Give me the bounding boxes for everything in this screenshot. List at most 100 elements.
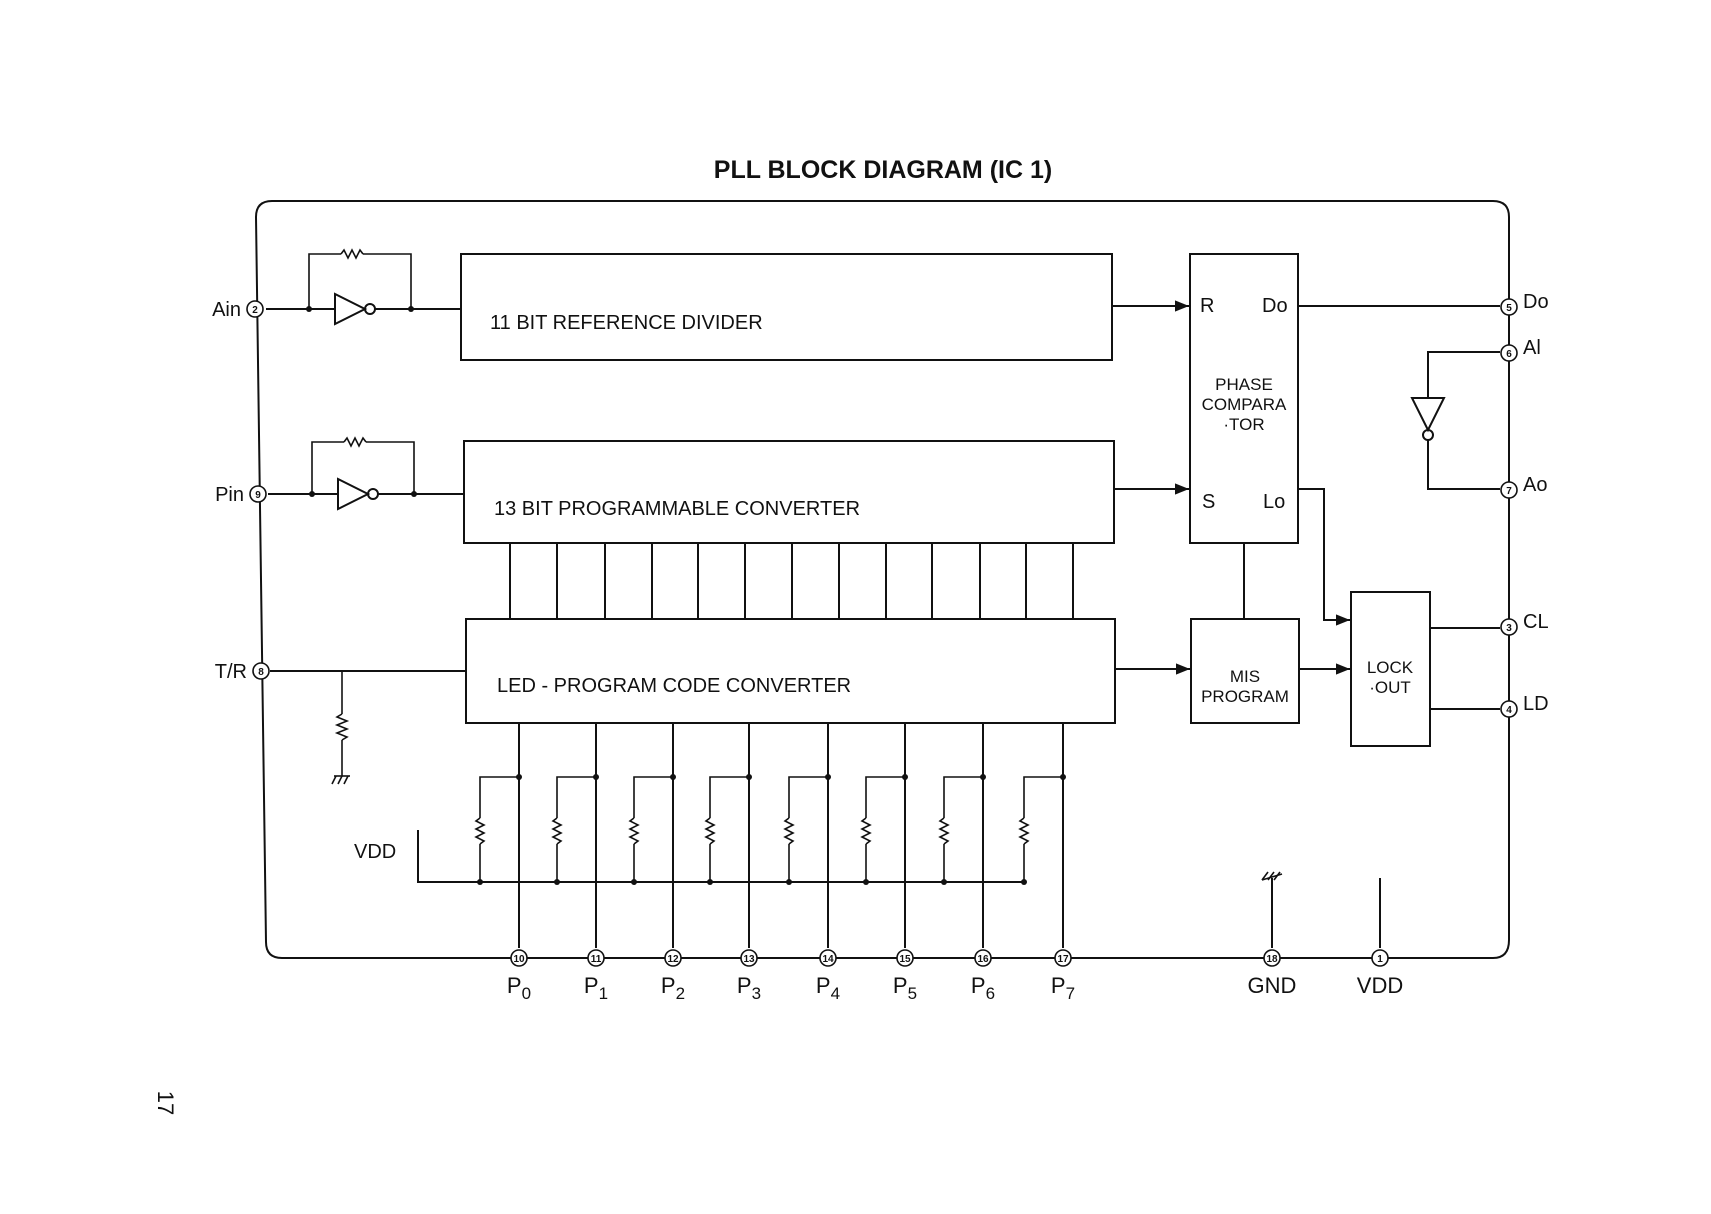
pin-name: P — [507, 973, 522, 998]
pin-name: P — [816, 973, 831, 998]
phase-comparator-lo: Lo — [1263, 491, 1285, 513]
lock-out-block: LOCK ·OUT — [1351, 592, 1430, 746]
pin-subscript: 7 — [1066, 984, 1075, 1003]
pull-up-4 — [785, 723, 831, 948]
pin-name: P — [893, 973, 908, 998]
bottom-pin-label: GND — [1248, 973, 1297, 998]
pin-16-marker: 16 — [975, 950, 991, 966]
pin-17-marker: 17 — [1055, 950, 1071, 966]
signal-wires — [1112, 306, 1500, 709]
mis-program-line2: PROGRAM — [1201, 687, 1289, 706]
pin-subscript: 6 — [986, 984, 995, 1003]
left-pin-label: Pin — [215, 484, 244, 506]
pin-name: VDD — [1357, 973, 1403, 998]
phase-comparator-r: R — [1200, 295, 1214, 317]
power-wires — [1262, 872, 1380, 948]
bottom-pin-label: P2 — [661, 973, 685, 1003]
pin-subscript: 0 — [522, 984, 531, 1003]
ain-input-circuit — [266, 250, 461, 324]
pin-number: 17 — [1057, 954, 1069, 965]
pin-name: P — [971, 973, 986, 998]
pin-number: 3 — [1506, 623, 1512, 634]
lock-out-line1: LOCK — [1367, 658, 1414, 677]
pin-input-circuit — [268, 438, 464, 509]
programmable-converter-label: 13 BIT PROGRAMMABLE CONVERTER — [494, 498, 860, 520]
pin-15-marker: 15 — [897, 950, 913, 966]
pin-name: P — [737, 973, 752, 998]
left-pins: 2 Ain 9 Pin 8 T/R — [212, 299, 269, 683]
pin-number: 12 — [667, 954, 679, 965]
pull-up-7 — [1020, 723, 1066, 948]
pin-6-marker: 6 — [1501, 345, 1517, 361]
pin-10-marker: 10 — [511, 950, 527, 966]
bottom-pin-label: P3 — [737, 973, 761, 1003]
bottom-pin-label: P6 — [971, 973, 995, 1003]
led-program-converter-block: LED - PROGRAM CODE CONVERTER — [466, 619, 1115, 723]
pin-number: 11 — [591, 954, 602, 965]
bottom-pin-label: P1 — [584, 973, 608, 1003]
bottom-pin-label: VDD — [1357, 973, 1403, 998]
right-pin-label: Do — [1523, 291, 1549, 313]
phase-comparator-s: S — [1202, 491, 1215, 513]
lock-out-line2: ·OUT — [1369, 678, 1411, 697]
pin-number: 13 — [743, 954, 755, 965]
phase-comparator-do: Do — [1262, 295, 1288, 317]
phase-comparator-line2: COMPARA — [1202, 395, 1287, 414]
pin-subscript: 1 — [599, 984, 608, 1003]
phase-comparator-line3: ·TOR — [1223, 415, 1264, 434]
pin-subscript: 4 — [831, 984, 840, 1003]
bottom-pin-label: P7 — [1051, 973, 1075, 1003]
pin-name: P — [584, 973, 599, 998]
reference-divider-block: 11 BIT REFERENCE DIVIDER — [461, 254, 1112, 360]
pin-number: 9 — [255, 490, 261, 501]
pin-number: 7 — [1506, 486, 1512, 497]
pin-name: P — [661, 973, 676, 998]
diagram-title: PLL BLOCK DIAGRAM (IC 1) — [714, 156, 1052, 184]
pull-up-0 — [476, 723, 522, 948]
pull-up-1 — [553, 723, 599, 948]
pin-number: 18 — [1266, 954, 1278, 965]
pin-7-marker: 7 — [1501, 482, 1517, 498]
pin-subscript: 5 — [908, 984, 917, 1003]
pin-number: 10 — [513, 954, 525, 965]
left-pin-label: T/R — [215, 661, 247, 683]
pin-2-marker: 2 — [247, 301, 263, 317]
led-program-converter-label: LED - PROGRAM CODE CONVERTER — [497, 675, 851, 697]
pull-up-6 — [940, 723, 986, 948]
right-inverter — [1412, 352, 1500, 489]
pin-number: 4 — [1506, 705, 1512, 716]
pin-number: 16 — [977, 954, 989, 965]
bottom-pin-label: P4 — [816, 973, 840, 1003]
bottom-pin-label: P0 — [507, 973, 531, 1003]
pull-up-2 — [630, 723, 676, 948]
phase-comparator-block: R Do PHASE COMPARA ·TOR S Lo — [1190, 254, 1298, 543]
page-number: 17 — [153, 1091, 178, 1115]
pull-up-5 — [862, 723, 908, 948]
mis-program-block: MIS PROGRAM — [1191, 619, 1299, 723]
pin-11-marker: 11 — [588, 950, 604, 966]
pin-number: 15 — [899, 954, 911, 965]
pin-number: 6 — [1506, 349, 1512, 360]
right-pin-label: LD — [1523, 693, 1549, 715]
right-pin-label: Ao — [1523, 474, 1547, 496]
left-pin-label: Ain — [212, 299, 241, 321]
pin-name: P — [1051, 973, 1066, 998]
pin-1-marker: 1 — [1372, 950, 1388, 966]
pin-3-marker: 3 — [1501, 619, 1517, 635]
pin-9-marker: 9 — [250, 486, 266, 502]
tr-input-circuit — [270, 671, 466, 784]
pin-subscript: 3 — [752, 984, 761, 1003]
converter-bus — [510, 543, 1073, 619]
right-pin-label: CL — [1523, 611, 1549, 633]
pin-number: 1 — [1377, 954, 1383, 965]
reference-divider-label: 11 BIT REFERENCE DIVIDER — [490, 312, 763, 334]
pin-13-marker: 13 — [741, 950, 757, 966]
pin-14-marker: 14 — [820, 950, 836, 966]
pin-number: 8 — [258, 667, 264, 678]
pin-12-marker: 12 — [665, 950, 681, 966]
pin-number: 5 — [1506, 303, 1512, 314]
pin-4-marker: 4 — [1501, 701, 1517, 717]
bottom-pin-label: P5 — [893, 973, 917, 1003]
pin-number: 14 — [822, 954, 834, 965]
